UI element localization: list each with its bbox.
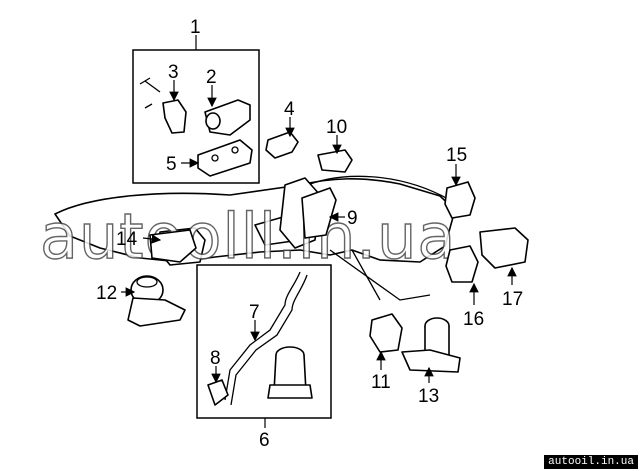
- watermark-logo: autoolll.in.ua: [40, 200, 456, 273]
- part-2-mount-insulator: [204, 99, 251, 136]
- part-3-bolt-bracket: [139, 77, 187, 134]
- part-11-bracket: [369, 313, 403, 353]
- callout-8: 8: [210, 348, 221, 369]
- part-15-bracket: [444, 181, 476, 219]
- part-6-mount-assembly: [267, 346, 313, 399]
- callout-12: 12: [96, 283, 117, 304]
- callout-1: 1: [190, 17, 201, 38]
- callout-16: 16: [463, 309, 484, 330]
- callout-17: 17: [502, 289, 523, 310]
- part-5-bracket: [197, 139, 253, 177]
- part-4-bracket: [265, 131, 299, 159]
- part-14-bracket: [149, 229, 197, 263]
- callout-6: 6: [259, 430, 270, 451]
- part-10-bracket: [317, 149, 353, 173]
- callout-3: 3: [168, 62, 179, 83]
- callout-15: 15: [446, 145, 467, 166]
- part-16-bracket: [445, 245, 479, 283]
- site-watermark: autooil.in.ua: [544, 455, 638, 469]
- part-12-mount: [127, 275, 186, 327]
- part-8-clamp: [207, 379, 229, 406]
- callout-7: 7: [249, 302, 260, 323]
- leader-lines: [121, 35, 517, 428]
- callout-14: 14: [116, 229, 138, 250]
- callout-2: 2: [206, 67, 217, 88]
- part-13-mount: [401, 317, 461, 373]
- part-17-bracket: [479, 227, 529, 269]
- callout-5: 5: [166, 154, 177, 175]
- callout-10: 10: [326, 117, 347, 138]
- callout-9: 9: [347, 208, 358, 229]
- callout-11: 11: [371, 372, 391, 393]
- callout-13: 13: [418, 386, 439, 407]
- group-box-6: [196, 264, 332, 419]
- callout-4: 4: [284, 99, 295, 120]
